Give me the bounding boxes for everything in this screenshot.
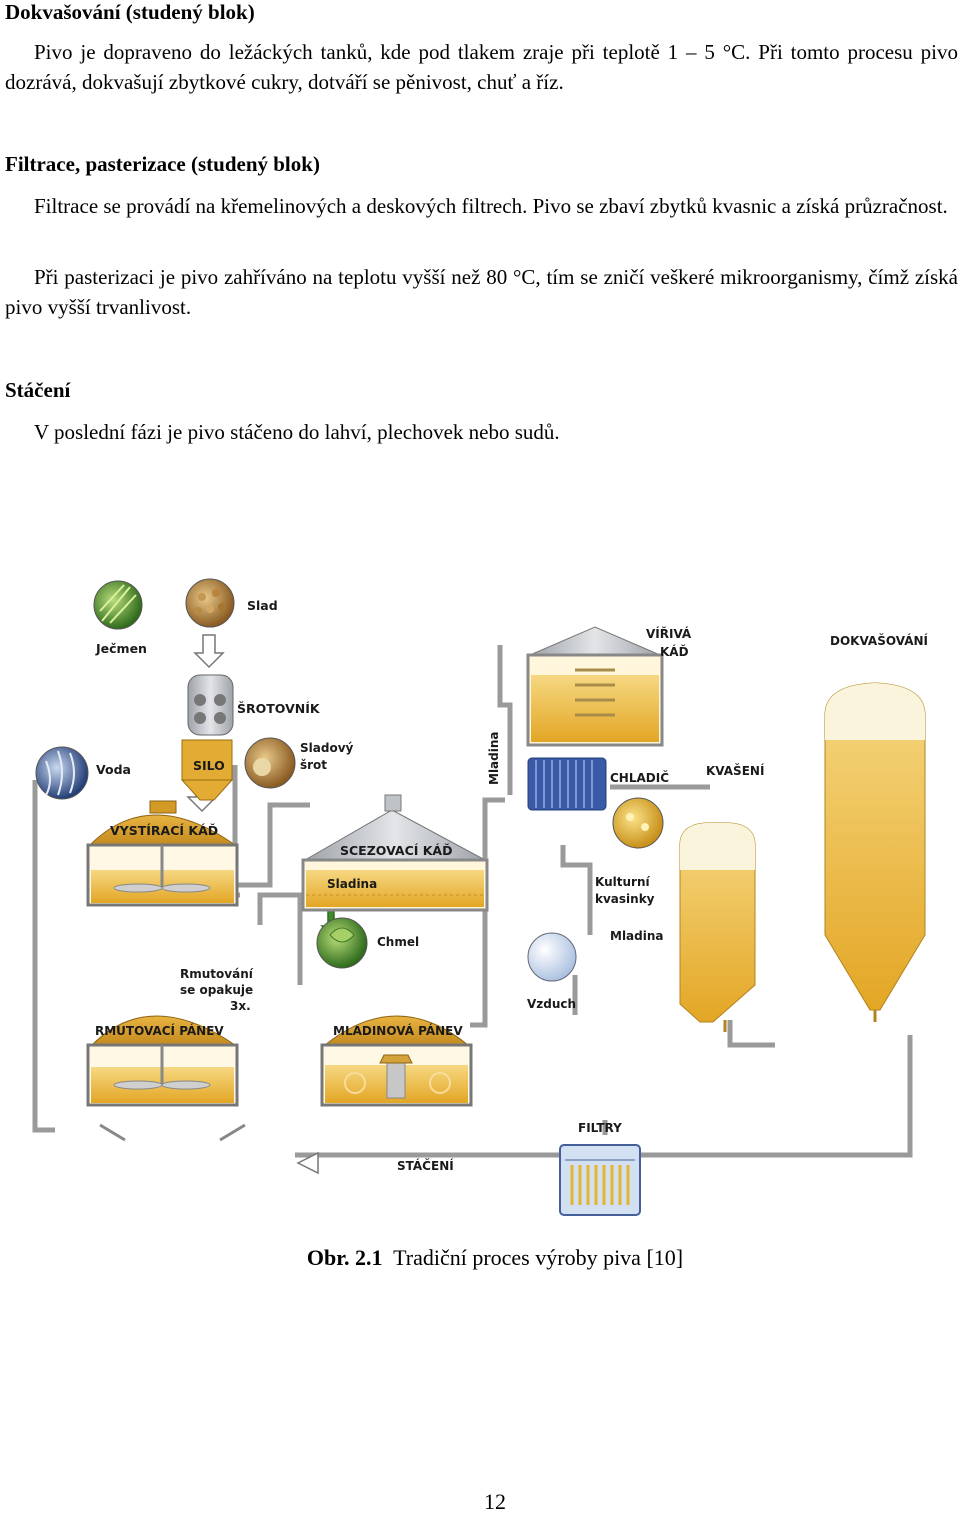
pipes <box>32 645 913 1158</box>
paragraph-text: Při pasterizaci je pivo zahříváno na tep… <box>5 265 958 319</box>
label-viriva-kad-1: VÍŘIVÁ <box>646 626 692 641</box>
label-sladovy-srot-2: šrot <box>300 758 327 772</box>
barley-icon <box>93 580 143 630</box>
paragraph-filtrace: Filtrace se provádí na křemelinových a d… <box>5 191 958 221</box>
fermentation-tank <box>679 822 756 1032</box>
label-kulturni-1: Kulturní <box>595 875 650 889</box>
label-rmutovaci-panev: RMUTOVACÍ PÁNEV <box>95 1023 224 1038</box>
label-jecmen: Ječmen <box>95 641 147 656</box>
yeast-icon <box>612 797 664 849</box>
cooler <box>527 757 607 811</box>
label-scezovaci-kad: SCEZOVACÍ KÁĎ <box>340 843 452 858</box>
water-icon <box>35 746 89 800</box>
label-sladina: Sladina <box>327 877 377 891</box>
label-staceni: STÁČENÍ <box>397 1158 454 1173</box>
label-rmutovani-3: 3x. <box>230 999 251 1013</box>
caption-number: Obr. 2.1 <box>306 1245 383 1270</box>
label-chmel: Chmel <box>377 935 419 949</box>
label-kvaseni: KVAŠENÍ <box>706 763 765 778</box>
paragraph-dokvasovani: Pivo je dopraveno do ležáckých tanků, kd… <box>5 37 958 97</box>
label-filtry: FILTRY <box>578 1121 622 1135</box>
label-dokvasovani: DOKVAŠOVÁNÍ <box>830 633 929 648</box>
label-viriva-kad-2: KÁĎ <box>660 644 689 659</box>
mash-kettle <box>86 1015 246 1142</box>
label-silo: SILO <box>193 758 225 773</box>
lauter-tun <box>301 794 489 912</box>
label-rmutovani-1: Rmutování <box>180 967 254 981</box>
heading-dokvasovani: Dokvašování (studený blok) <box>5 0 255 24</box>
maturation-tank <box>824 682 926 1022</box>
whirlpool-tun <box>526 626 664 747</box>
label-sladovy-srot-1: Sladový <box>300 741 354 755</box>
grist-icon <box>244 737 296 789</box>
label-mladinova-panev: MLADINOVÁ PÁNEV <box>333 1023 463 1038</box>
heading-filtrace: Filtrace, pasterizace (studený blok) <box>5 152 320 176</box>
hops-icon <box>316 917 368 969</box>
label-srotovnik: ŠROTOVNÍK <box>237 701 321 716</box>
caption-text: Tradiční proces výroby piva [10] <box>393 1245 684 1270</box>
label-kulturni-2: kvasinky <box>595 892 655 906</box>
label-mladina: Mladina <box>610 929 664 943</box>
label-vzduch: Vzduch <box>527 997 576 1011</box>
filter-vessel <box>559 1144 641 1216</box>
label-mladina-vertical: Mladina <box>487 732 501 786</box>
label-voda: Voda <box>96 762 131 777</box>
silo-icon <box>180 739 234 801</box>
malt-icon <box>185 578 235 628</box>
paragraph-staceni: V poslední fázi je pivo stáčeno do lahví… <box>5 417 958 447</box>
paragraph-pasterizace: Při pasterizaci je pivo zahříváno na tep… <box>5 262 958 322</box>
label-vystiraci-kad: VYSTÍRACÍ KÁĎ <box>110 823 218 838</box>
label-chladic: CHLADIČ <box>610 770 669 785</box>
page-number: 12 <box>484 1489 506 1514</box>
label-slad: Slad <box>247 598 278 613</box>
figure-caption: Obr. 2.1 Tradiční proces výroby piva [10… <box>0 1243 960 1273</box>
paragraph-text: Filtrace se provádí na křemelinových a d… <box>34 194 948 218</box>
heading-staceni: Stáčení <box>5 378 71 402</box>
paragraph-text: Pivo je dopraveno do ležáckých tanků, kd… <box>5 40 958 94</box>
beer-process-diagram: Ječmen Slad ŠROTOVNÍK SILO Sladový šrot … <box>32 578 929 1216</box>
mill-icon <box>187 674 234 736</box>
label-rmutovani-2: se opakuje <box>180 983 253 997</box>
mash-tun <box>86 800 239 907</box>
paragraph-text: V poslední fázi je pivo stáčeno do lahví… <box>34 420 560 444</box>
wort-kettle <box>320 1015 473 1107</box>
air-icon <box>527 932 577 982</box>
